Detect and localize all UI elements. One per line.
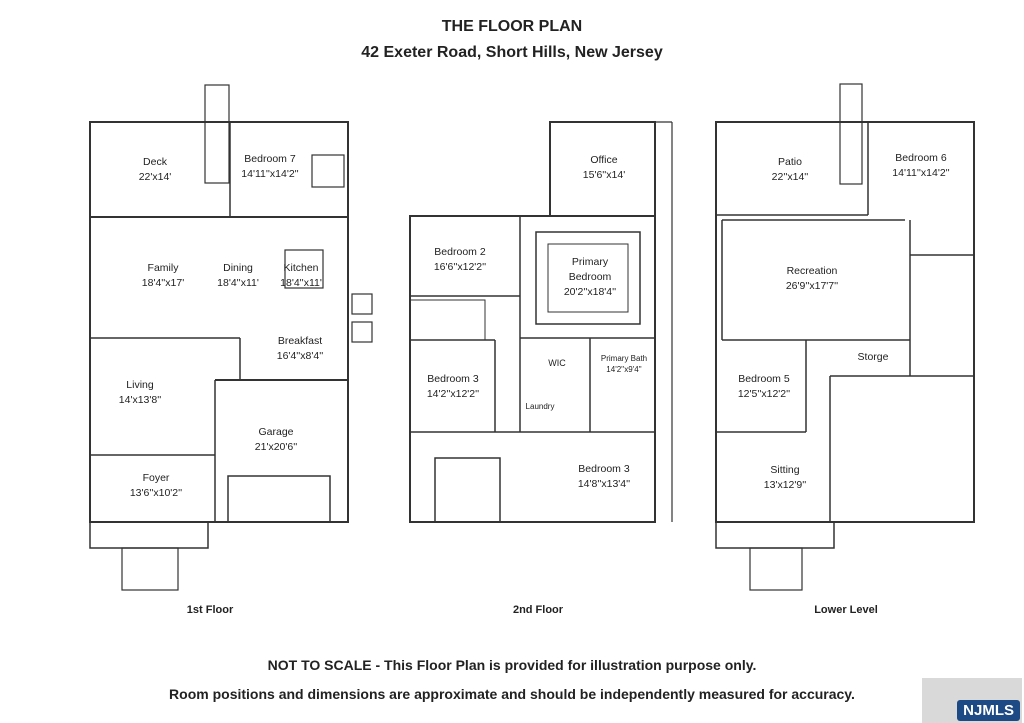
lower-level-walls [715, 83, 975, 591]
room-primary-bedroom: Primary Bedroom 20'2''x18'4'' [563, 256, 617, 298]
property-address: 42 Exeter Road, Short Hills, New Jersey [361, 44, 663, 61]
plan-title: THE FLOOR PLAN [441, 18, 583, 35]
room-breakfast: Breakfast 16'4''x8'4'' [276, 335, 324, 362]
disclaimer-dimensions: Room positions and dimensions are approx… [169, 686, 855, 702]
room-patio: Patio 22''x14'' [771, 156, 809, 183]
room-primary-bath: Primary Bath 14'2''x9'4'' [600, 354, 648, 374]
room-living: Living 14'x13'8'' [118, 379, 162, 406]
floor-label-2nd: 2nd Floor [512, 604, 564, 616]
room-office: Office 15'6''x14' [582, 154, 626, 181]
room-deck: Deck 22'x14' [138, 156, 172, 183]
room-bedroom-7: Bedroom 7 14'11''x14'2'' [241, 153, 299, 180]
njmls-badge: NJMLS [957, 700, 1020, 721]
room-sitting: Sitting 13'x12'9'' [763, 464, 807, 491]
room-bedroom-3-upper: Bedroom 3 14'2''x12'2'' [426, 373, 480, 400]
room-foyer: Foyer 13'6''x10'2'' [129, 472, 183, 499]
watermark-logo: NJMLS [922, 678, 1022, 723]
room-storge: Storge [857, 351, 889, 363]
room-laundry: Laundry [525, 402, 555, 411]
room-wic: WIC [548, 358, 566, 368]
room-garage: Garage 21'x20'6'' [254, 426, 298, 453]
floor-label-lower: Lower Level [814, 604, 878, 616]
room-bedroom-2: Bedroom 2 16'6''x12'2'' [433, 246, 487, 273]
second-floor-walls [409, 121, 673, 523]
room-bedroom-5: Bedroom 5 12'5''x12'2'' [737, 373, 791, 400]
first-floor-walls [89, 84, 373, 591]
room-recreation: Recreation 26'9''x17'7'' [785, 265, 839, 292]
room-dining: Dining 18'4''x11' [217, 262, 259, 289]
room-kitchen: Kitchen 18'4''x11' [280, 262, 322, 289]
disclaimer-scale: NOT TO SCALE - This Floor Plan is provid… [267, 657, 757, 673]
room-bedroom-6: Bedroom 6 14'11''x14'2'' [892, 152, 950, 179]
floor-label-1st: 1st Floor [186, 604, 234, 616]
room-family: Family 18'4''x17' [141, 262, 185, 289]
room-bedroom-3-lower: Bedroom 3 14'8''x13'4'' [577, 463, 631, 490]
